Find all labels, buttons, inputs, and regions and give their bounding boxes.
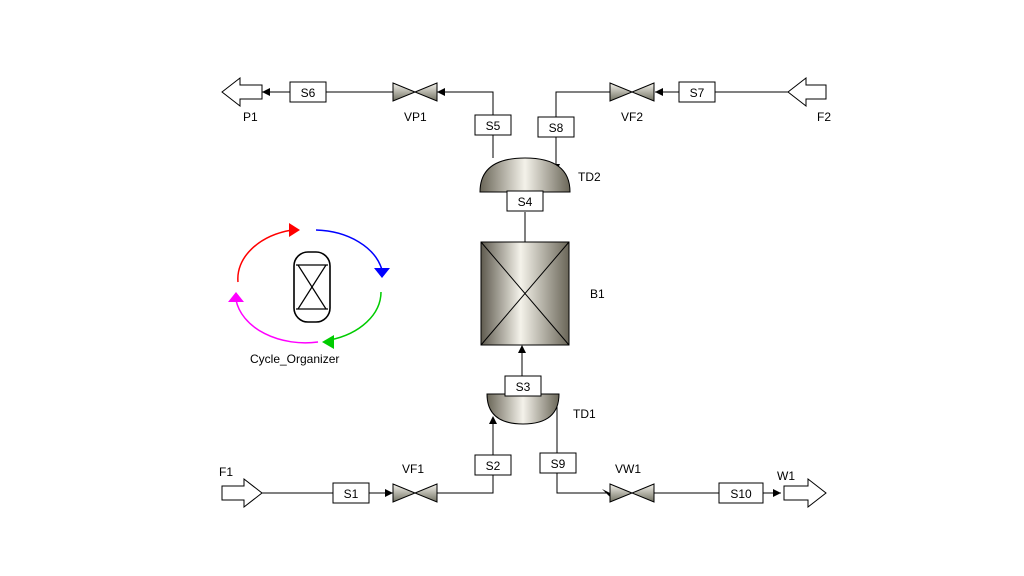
port-label: F2 [817,110,831,124]
unit-td1[interactable]: TD1 [486,393,596,425]
stream-s3[interactable]: S3 [504,375,542,397]
stream-s4[interactable]: S4 [506,190,544,212]
valve-vp1[interactable]: VP1 [392,82,438,124]
valve-vw1[interactable]: VW1 [609,462,655,503]
port-label: W1 [777,469,795,483]
stream-s5[interactable]: S5 [474,114,512,136]
feed-port-f1[interactable]: F1 [219,465,263,509]
cycle-arrow-magenta-icon [228,292,244,302]
svg-text:S8: S8 [549,121,564,135]
unit-td2[interactable]: TD2 [479,157,601,193]
arrowhead-icon [437,88,445,96]
stream-s10[interactable]: S10 [718,482,764,504]
valve-label: VP1 [404,110,427,124]
svg-text:S7: S7 [690,86,705,100]
valve-label: VF1 [402,462,424,476]
svg-text:S4: S4 [518,195,533,209]
unit-b1[interactable]: B1 [480,241,605,346]
cycle-arrow-red-icon [289,223,300,237]
valve-vf1[interactable]: VF1 [392,462,438,503]
arrowhead-icon [518,345,526,353]
stream-lines [262,88,788,497]
cycle-organizer-label: Cycle_Organizer [250,352,339,366]
stream-s8[interactable]: S8 [537,116,575,138]
valve-label: VW1 [615,462,641,476]
svg-text:S3: S3 [516,380,531,394]
arrowhead-icon [655,88,663,96]
cycle-arrow-green-icon [322,335,334,349]
svg-text:S2: S2 [486,459,501,473]
arrowhead-icon [773,489,781,497]
cycle-arc-magenta [235,299,319,344]
svg-text:S5: S5 [486,119,501,133]
arrowhead-icon [489,416,497,424]
cycle-arc-green [329,291,382,341]
product-port-w1[interactable]: W1 [777,469,827,509]
reactor-icon [293,251,331,323]
stream-s2[interactable]: S2 [474,454,512,476]
valve-label: VF2 [621,110,643,124]
unit-label: TD2 [578,170,601,184]
cycle-arc-red [237,229,293,283]
stream-s7[interactable]: S7 [678,81,716,103]
cycle-arc-blue [315,229,383,271]
unit-label: B1 [590,287,605,301]
svg-text:S6: S6 [301,86,316,100]
unit-label: TD1 [573,407,596,421]
product-port-p1[interactable]: P1 [221,76,263,124]
svg-text:S9: S9 [551,457,566,471]
arrowhead-icon [385,489,393,497]
cycle-organizer[interactable]: Cycle_Organizer [228,223,390,366]
port-label: F1 [219,465,233,479]
cycle-arrow-blue-icon [374,268,390,278]
feed-port-f2[interactable]: F2 [787,76,831,124]
arrowhead-icon [602,489,610,497]
svg-text:S10: S10 [730,487,752,501]
port-label: P1 [243,110,258,124]
arrowhead-icon [262,88,270,96]
stream-s6[interactable]: S6 [289,81,327,103]
stream-s9[interactable]: S9 [539,452,577,474]
stream-s1[interactable]: S1 [332,482,370,504]
valve-vf2[interactable]: VF2 [609,82,655,124]
svg-text:S1: S1 [344,487,359,501]
